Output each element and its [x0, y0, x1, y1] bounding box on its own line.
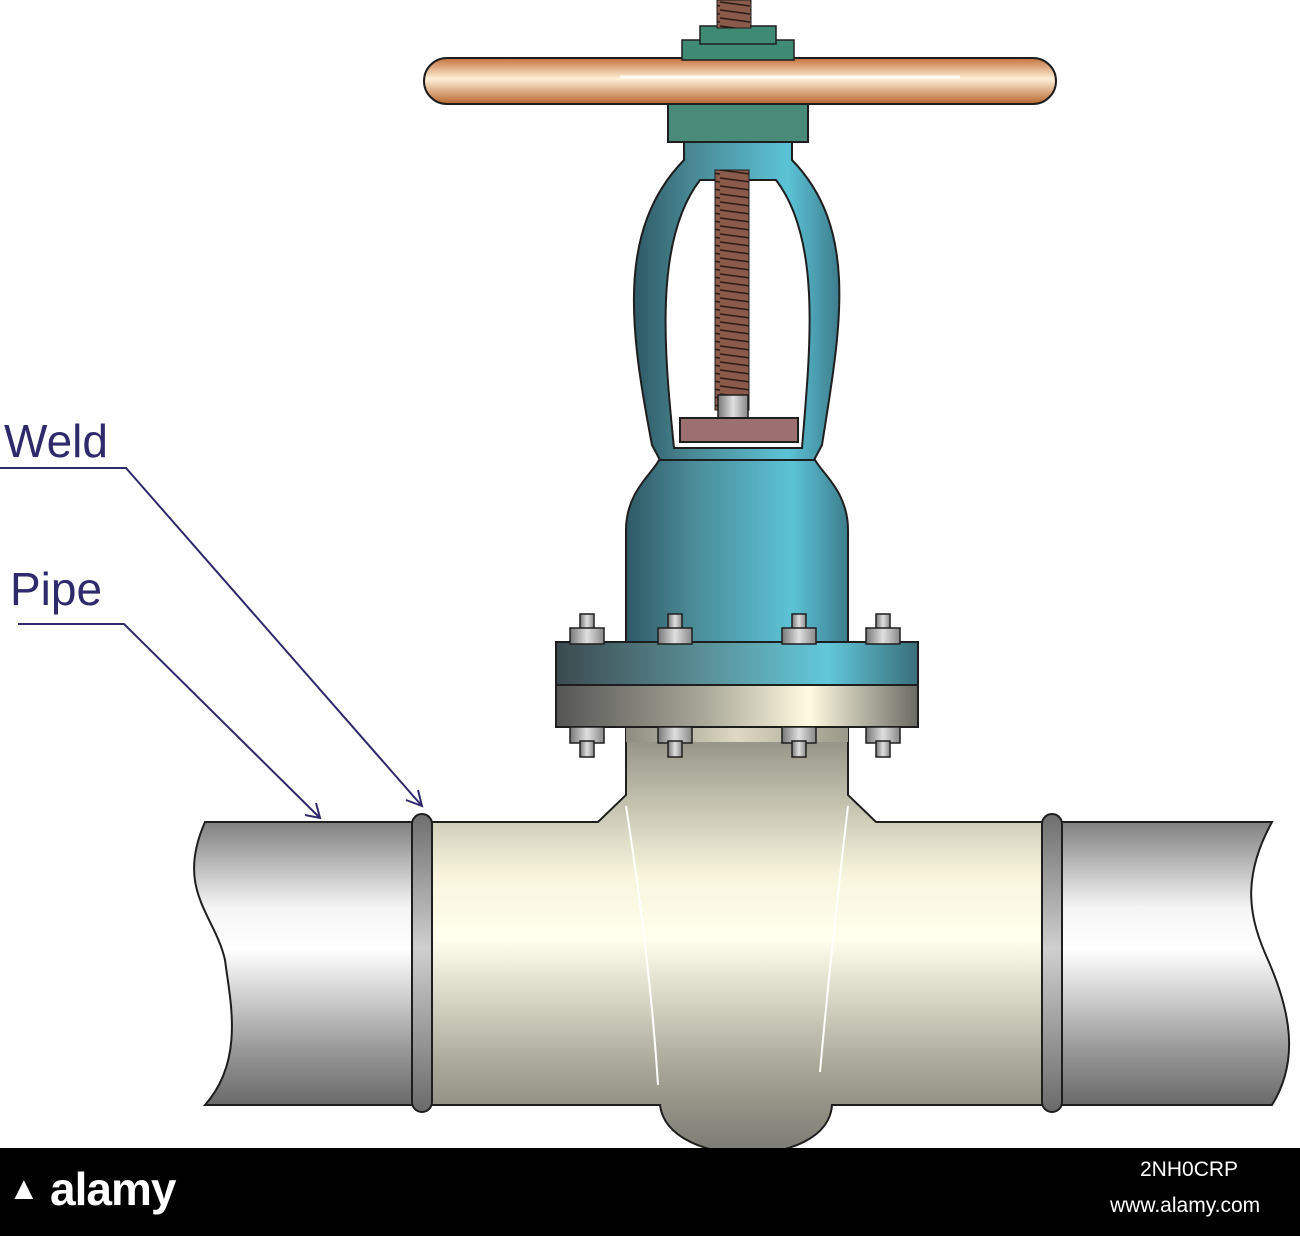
weld-label: Weld	[4, 415, 108, 467]
left-pipe	[193, 821, 421, 1106]
stem-nut	[717, 394, 749, 422]
weld-right	[1041, 813, 1063, 1113]
watermark-image-id: 2NH0CRP	[1140, 1158, 1239, 1181]
pipe-label: Pipe	[10, 563, 103, 615]
top-stem	[716, 0, 752, 29]
valve-body	[421, 724, 1053, 1150]
pipe-leader-line	[18, 623, 321, 819]
watermark-brand: alamy	[50, 1163, 176, 1215]
bonnet-dome	[625, 457, 849, 649]
bolts-top	[569, 613, 901, 645]
watermark-url: www.alamy.com	[1110, 1194, 1261, 1217]
top-nut	[699, 25, 777, 45]
yoke	[632, 139, 841, 461]
body-seam-right	[819, 805, 849, 1073]
right-pipe	[1049, 821, 1291, 1106]
weld-left	[411, 813, 433, 1113]
flange-top	[555, 641, 919, 686]
body-seam-left	[625, 805, 659, 1086]
bolts-bottom	[569, 726, 901, 758]
weld-leader-line	[0, 467, 423, 807]
watermark-footer: ▲ alamy 2NH0CRP www.alamy.com	[0, 1148, 1300, 1236]
stem-thread	[714, 169, 750, 411]
gate-disc	[679, 417, 799, 443]
weld-arrowhead	[405, 789, 424, 808]
gate-valve-diagram	[0, 0, 1291, 1150]
pipe-arrowhead	[304, 802, 322, 820]
alamy-logo-icon: ▲	[8, 1170, 40, 1206]
gland	[667, 99, 809, 143]
flange-bottom	[555, 684, 919, 728]
handwheel	[423, 57, 1057, 105]
